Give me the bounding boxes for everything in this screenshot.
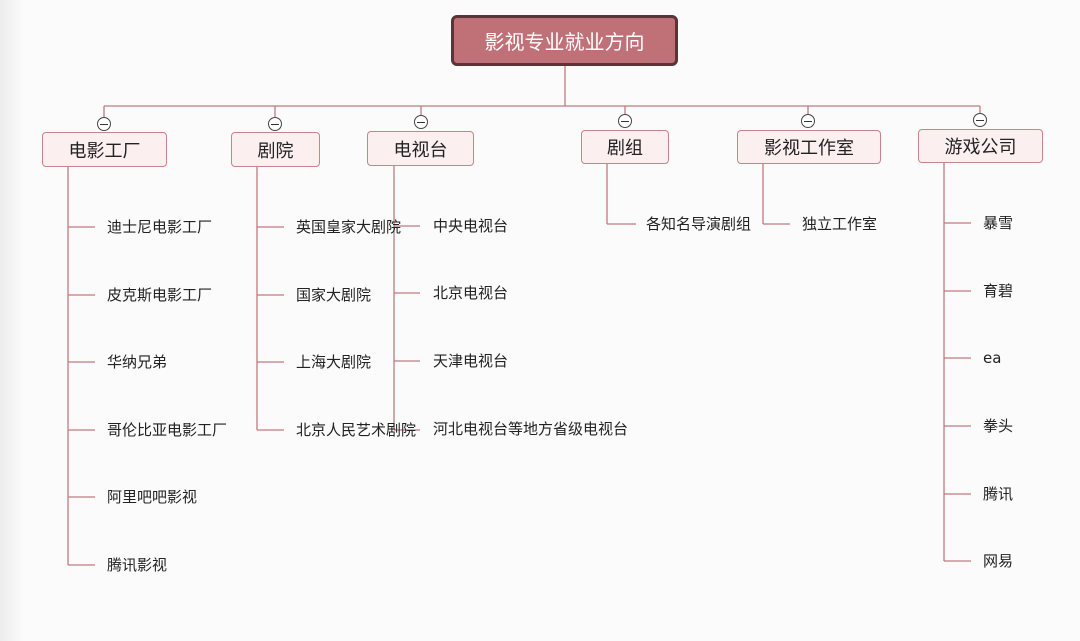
category-film-studios[interactable]: 电影工厂 bbox=[42, 132, 167, 167]
leaf-topic[interactable]: 独立工作室 bbox=[802, 215, 878, 233]
leaf-topic[interactable]: 中央电视台 bbox=[433, 217, 509, 235]
leaf-topic[interactable]: 哥伦比亚电影工厂 bbox=[107, 421, 228, 439]
root-topic[interactable]: 影视专业就业方向 bbox=[451, 15, 678, 66]
collapse-minus-icon[interactable] bbox=[97, 117, 111, 131]
collapse-minus-icon[interactable] bbox=[268, 117, 282, 131]
collapse-minus-icon[interactable] bbox=[801, 114, 815, 128]
leaf-topic[interactable]: 暴雪 bbox=[983, 214, 1014, 232]
leaf-topic[interactable]: 各知名导演剧组 bbox=[646, 215, 752, 233]
leaf-topic[interactable]: 国家大剧院 bbox=[296, 286, 372, 304]
leaf-topic[interactable]: ea bbox=[983, 349, 1002, 367]
leaf-topic[interactable]: 腾讯 bbox=[983, 485, 1014, 503]
window-edge bbox=[0, 0, 22, 641]
leaf-topic[interactable]: 河北电视台等地方省级电视台 bbox=[433, 420, 629, 438]
category-tv-stations[interactable]: 电视台 bbox=[367, 131, 474, 166]
collapse-minus-icon[interactable] bbox=[973, 113, 987, 127]
leaf-topic[interactable]: 皮克斯电影工厂 bbox=[107, 286, 213, 304]
leaf-topic[interactable]: 迪士尼电影工厂 bbox=[107, 218, 213, 236]
leaf-topic[interactable]: 腾讯影视 bbox=[107, 556, 168, 574]
leaf-topic[interactable]: 育碧 bbox=[983, 282, 1014, 300]
category-game-companies[interactable]: 游戏公司 bbox=[918, 129, 1043, 163]
leaf-topic[interactable]: 拳头 bbox=[983, 417, 1014, 435]
category-theaters[interactable]: 剧院 bbox=[231, 132, 320, 167]
collapse-minus-icon[interactable] bbox=[414, 115, 428, 129]
leaf-topic[interactable]: 天津电视台 bbox=[433, 352, 509, 370]
leaf-topic[interactable]: 北京人民艺术剧院 bbox=[296, 421, 417, 439]
collapse-minus-icon[interactable] bbox=[618, 114, 632, 128]
category-film-crews[interactable]: 剧组 bbox=[581, 130, 669, 164]
leaf-topic[interactable]: 英国皇家大剧院 bbox=[296, 218, 402, 236]
leaf-topic[interactable]: 网易 bbox=[983, 552, 1014, 570]
leaf-topic[interactable]: 北京电视台 bbox=[433, 284, 509, 302]
leaf-topic[interactable]: 阿里吧吧影视 bbox=[107, 488, 198, 506]
category-studios[interactable]: 影视工作室 bbox=[737, 130, 881, 164]
leaf-topic[interactable]: 上海大剧院 bbox=[296, 353, 372, 371]
leaf-topic[interactable]: 华纳兄弟 bbox=[107, 353, 168, 371]
